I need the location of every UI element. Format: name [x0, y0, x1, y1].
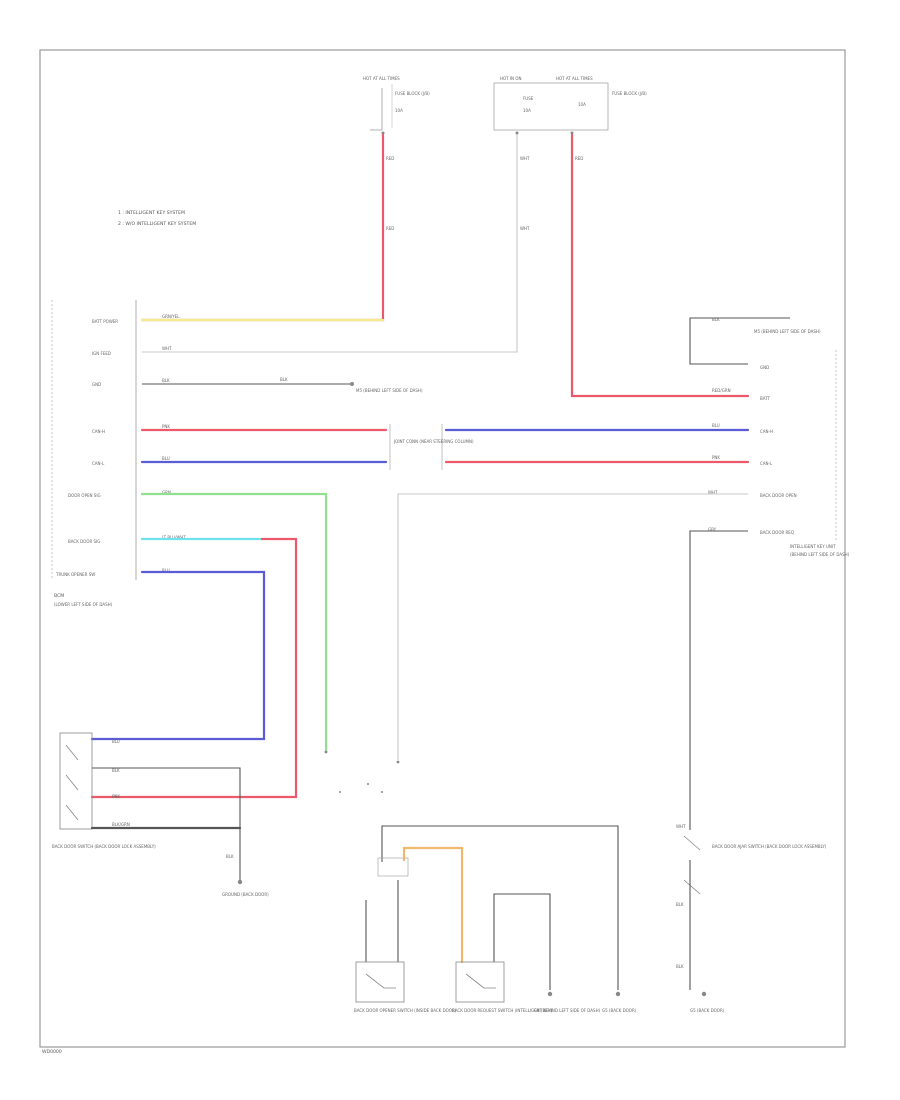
fuse-right-a-label: FUSE: [523, 96, 534, 101]
joint-connector: JOINT CONN (NEAR STEERING COLUMN): [389, 424, 474, 470]
svg-text:RED: RED: [386, 156, 394, 161]
svg-text:BATT: BATT: [760, 396, 771, 401]
svg-text:GND: GND: [760, 365, 769, 370]
svg-text:RED/GRN: RED/GRN: [712, 388, 731, 393]
svg-text:BLK: BLK: [226, 854, 234, 859]
fuse-right: HOT IN ON FUSE 10A HOT AT ALL TIMES FUSE…: [493, 76, 647, 135]
note-1: 1 : INTELLIGENT KEY SYSTEM: [118, 210, 185, 216]
bcm-name: BCM: [54, 593, 64, 599]
ikey-unit: GND BATT CAN-H CAN-L BACK DOOR OPEN BACK…: [708, 350, 850, 557]
back-door-switch-label: BACK DOOR SWITCH (BACK DOOR LOCK ASSEMBL…: [52, 844, 156, 849]
figure-id: WD0000: [42, 1049, 62, 1055]
fuse-right-box: [493, 82, 609, 131]
bcm-pin-0: BATT POWER: [92, 319, 118, 324]
bcm-pin-6: BACK DOOR SIG: [68, 539, 100, 544]
back-door-request-sw-label: BACK DOOR REQUEST SWITCH (INTELLIGENT KE…: [452, 1008, 553, 1013]
ikey-ground-label: M5 (BEHIND LEFT SIDE OF DASH): [754, 329, 821, 334]
bcm: BCM (LOWER LEFT SIDE OF DASH) BATT POWER…: [51, 300, 186, 607]
fuse-left-header: HOT AT ALL TIMES: [363, 76, 400, 81]
ground-b1: G4 (BEHIND LEFT SIDE OF DASH): [534, 991, 601, 1013]
back-door-ajar-sw-label: BACK DOOR AJAR SWITCH (BACK DOOR LOCK AS…: [712, 844, 827, 849]
svg-text:BLK: BLK: [712, 317, 720, 322]
joint-connector-label: JOINT CONN (NEAR STEERING COLUMN): [393, 439, 474, 444]
svg-text:WHT: WHT: [520, 226, 530, 231]
svg-text:BACK DOOR OPEN: BACK DOOR OPEN: [760, 493, 797, 498]
ikey-unit-location: (BEHIND LEFT SIDE OF DASH): [790, 552, 850, 557]
back-door-opener-switch: BACK DOOR OPENER SWITCH (INSIDE BACK DOO…: [354, 961, 457, 1013]
wire-bcm-gnd: BLK M5 (BEHIND LEFT SIDE OF DASH): [142, 377, 423, 393]
fuse-left-label: FUSE BLOCK (J/B): [395, 91, 430, 96]
fuse-right-b-header: HOT AT ALL TIMES: [556, 76, 593, 81]
ground-left-label: GROUND (BACK DOOR): [222, 892, 269, 897]
bcm-pin-2: GND: [92, 382, 101, 387]
fuse-right-b-label: FUSE BLOCK (J/B): [612, 91, 647, 96]
bcm-pin-4: CAN-L: [92, 461, 105, 466]
back-door-request-switch: BACK DOOR REQUEST SWITCH (INTELLIGENT KE…: [452, 961, 553, 1013]
svg-text:G5 (BACK DOOR): G5 (BACK DOOR): [602, 1008, 637, 1013]
back-door-opener-sw-label: BACK DOOR OPENER SWITCH (INSIDE BACK DOO…: [354, 1008, 457, 1013]
ikey-ground-loop: BLK M5 (BEHIND LEFT SIDE OF DASH): [689, 317, 821, 365]
svg-text:LT BLU/WHT: LT BLU/WHT: [162, 535, 186, 540]
bcm-pin-5: DOOR OPEN SIG: [68, 493, 101, 498]
svg-text:BLK: BLK: [112, 768, 120, 773]
back-door-ajar-switch: WHT BLK BLK BACK DOOR AJAR SWITCH (BACK …: [676, 824, 827, 990]
svg-text:BLU: BLU: [712, 423, 720, 428]
ground-left: BLK GROUND (BACK DOOR): [222, 830, 269, 897]
svg-text:BLU: BLU: [112, 739, 120, 744]
svg-text:BLU: BLU: [162, 456, 170, 461]
svg-text:BLU: BLU: [162, 568, 170, 573]
wire-trunk-opener-blue: [90, 570, 266, 741]
svg-text:WHT: WHT: [676, 824, 686, 829]
ground-b3: G5 (BACK DOOR): [690, 991, 725, 1013]
svg-text:WHT: WHT: [162, 346, 172, 351]
svg-text:GRN: GRN: [162, 490, 171, 495]
wire-fuse-right-a-wht: WHT WHT: [142, 135, 530, 353]
svg-text:BACK DOOR REQ: BACK DOOR REQ: [760, 530, 794, 535]
svg-text:G4 (BEHIND LEFT SIDE OF DASH): G4 (BEHIND LEFT SIDE OF DASH): [534, 1008, 601, 1013]
fuse-right-a-header: HOT IN ON: [500, 76, 521, 81]
wire-fuse-right-b-red: RED: [570, 133, 750, 398]
svg-text:RED: RED: [386, 226, 394, 231]
bcm-pin-7: TRUNK OPENER SW: [55, 572, 95, 577]
wire-ikey-back-door-req: [689, 530, 748, 830]
back-door-switch: BLU BLK PNK BLK/GRN BACK DOOR SWITCH (BA…: [52, 732, 242, 849]
wire-back-door-red: [90, 537, 298, 799]
svg-text:G5 (BACK DOOR): G5 (BACK DOOR): [690, 1008, 725, 1013]
wire-door-open-green: [140, 492, 328, 752]
diagram-frame: [39, 49, 846, 1048]
ground-b2: G5 (BACK DOOR): [602, 991, 637, 1013]
svg-text:BLK/GRN: BLK/GRN: [112, 822, 130, 827]
wire-ikey-back-door-open: [397, 493, 748, 760]
ikey-unit-name: INTELLIGENT KEY UNIT: [790, 544, 836, 549]
fuse-left-fuse: 10A: [395, 108, 403, 113]
bcm-pin-3: CAN-H: [92, 429, 105, 434]
svg-text:WHT: WHT: [708, 490, 718, 495]
fuse-right-a-fuse: 10A: [523, 108, 531, 113]
svg-text:GRY: GRY: [708, 527, 717, 532]
svg-text:PNK: PNK: [162, 424, 170, 429]
svg-text:CAN-H: CAN-H: [760, 429, 773, 434]
note-2: 2 : W/O INTELLIGENT KEY SYSTEM: [118, 221, 196, 227]
svg-text:CAN-L: CAN-L: [760, 461, 773, 466]
connector-ticks: [324, 750, 400, 793]
center-switch-assembly: [365, 825, 619, 990]
svg-text:PNK: PNK: [712, 455, 720, 460]
svg-text:BLK: BLK: [676, 964, 684, 969]
svg-text:RED: RED: [575, 156, 583, 161]
bcm-pin-1: IGN FEED: [92, 351, 111, 356]
svg-text:GRN/YEL: GRN/YEL: [162, 314, 180, 319]
ground-ref-label: M5 (BEHIND LEFT SIDE OF DASH): [356, 388, 423, 393]
svg-text:BLK: BLK: [162, 378, 170, 383]
fuse-right-b-fuse: 10A: [578, 102, 586, 107]
svg-text:WHT: WHT: [520, 156, 530, 161]
notes: 1 : INTELLIGENT KEY SYSTEM 2 : W/O INTEL…: [118, 210, 196, 227]
bcm-location: (LOWER LEFT SIDE OF DASH): [54, 602, 113, 607]
wire-fuse-left-red: RED RED: [140, 133, 394, 322]
svg-text:BLK: BLK: [676, 902, 684, 907]
svg-text:BLK: BLK: [280, 377, 288, 382]
fuse-left: HOT AT ALL TIMES FUSE BLOCK (J/B) 10A: [363, 76, 430, 135]
svg-text:PNK: PNK: [112, 794, 120, 799]
